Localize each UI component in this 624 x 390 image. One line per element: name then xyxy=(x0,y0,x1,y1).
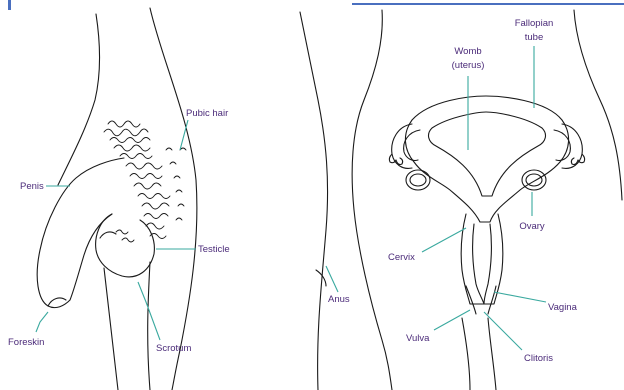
frame-mark-left xyxy=(8,0,11,10)
male-left-body-outline xyxy=(58,14,100,185)
penis-shape xyxy=(37,158,124,308)
female-legs-right xyxy=(488,318,496,390)
female-legs-left xyxy=(462,318,470,390)
label-scrotum: Scrotum xyxy=(156,343,191,354)
female-left-body-outline xyxy=(352,10,392,390)
leader-vagina xyxy=(494,292,546,302)
leg-right xyxy=(148,262,150,390)
female-labels: Fallopian tube Womb (uterus) Ovary Cervi… xyxy=(388,18,578,364)
label-anus: Anus xyxy=(328,294,350,305)
leg-left xyxy=(104,268,118,390)
label-womb-line1: Womb xyxy=(454,46,481,57)
vulva-lines xyxy=(466,286,496,314)
female-right-body-outline xyxy=(574,10,622,200)
label-fallopian-tube-line1: Fallopian xyxy=(515,18,554,29)
leader-foreskin xyxy=(36,312,48,332)
label-testicle: Testicle xyxy=(198,244,230,255)
male-labels: Pubic hair Penis Testicle Foreskin Scrot… xyxy=(8,108,350,354)
label-womb-line2: (uterus) xyxy=(452,60,485,71)
leader-anus xyxy=(326,266,338,292)
ovary-right-inner xyxy=(526,174,542,186)
male-leaders xyxy=(36,120,338,340)
leader-vulva xyxy=(434,310,470,330)
label-vagina: Vagina xyxy=(548,302,578,313)
uterus-outer xyxy=(405,96,568,222)
label-pubic-hair: Pubic hair xyxy=(186,108,228,119)
label-cervix: Cervix xyxy=(388,252,415,263)
label-foreskin: Foreskin xyxy=(8,337,44,348)
male-right-hip-outline xyxy=(300,12,328,390)
label-ovary: Ovary xyxy=(519,221,545,232)
label-penis: Penis xyxy=(20,181,44,192)
leader-pubic-hair xyxy=(180,120,188,150)
scrotum-inner xyxy=(100,232,116,238)
male-figure xyxy=(8,0,328,390)
testicle-shape xyxy=(96,214,155,277)
ovary-left-inner xyxy=(410,174,426,186)
label-clitoris: Clitoris xyxy=(524,353,553,364)
female-figure xyxy=(352,4,624,390)
label-fallopian-tube-line2: tube xyxy=(525,32,544,43)
label-vulva: Vulva xyxy=(406,333,430,344)
vaginal-canal xyxy=(473,224,492,304)
leader-cervix xyxy=(422,228,466,252)
